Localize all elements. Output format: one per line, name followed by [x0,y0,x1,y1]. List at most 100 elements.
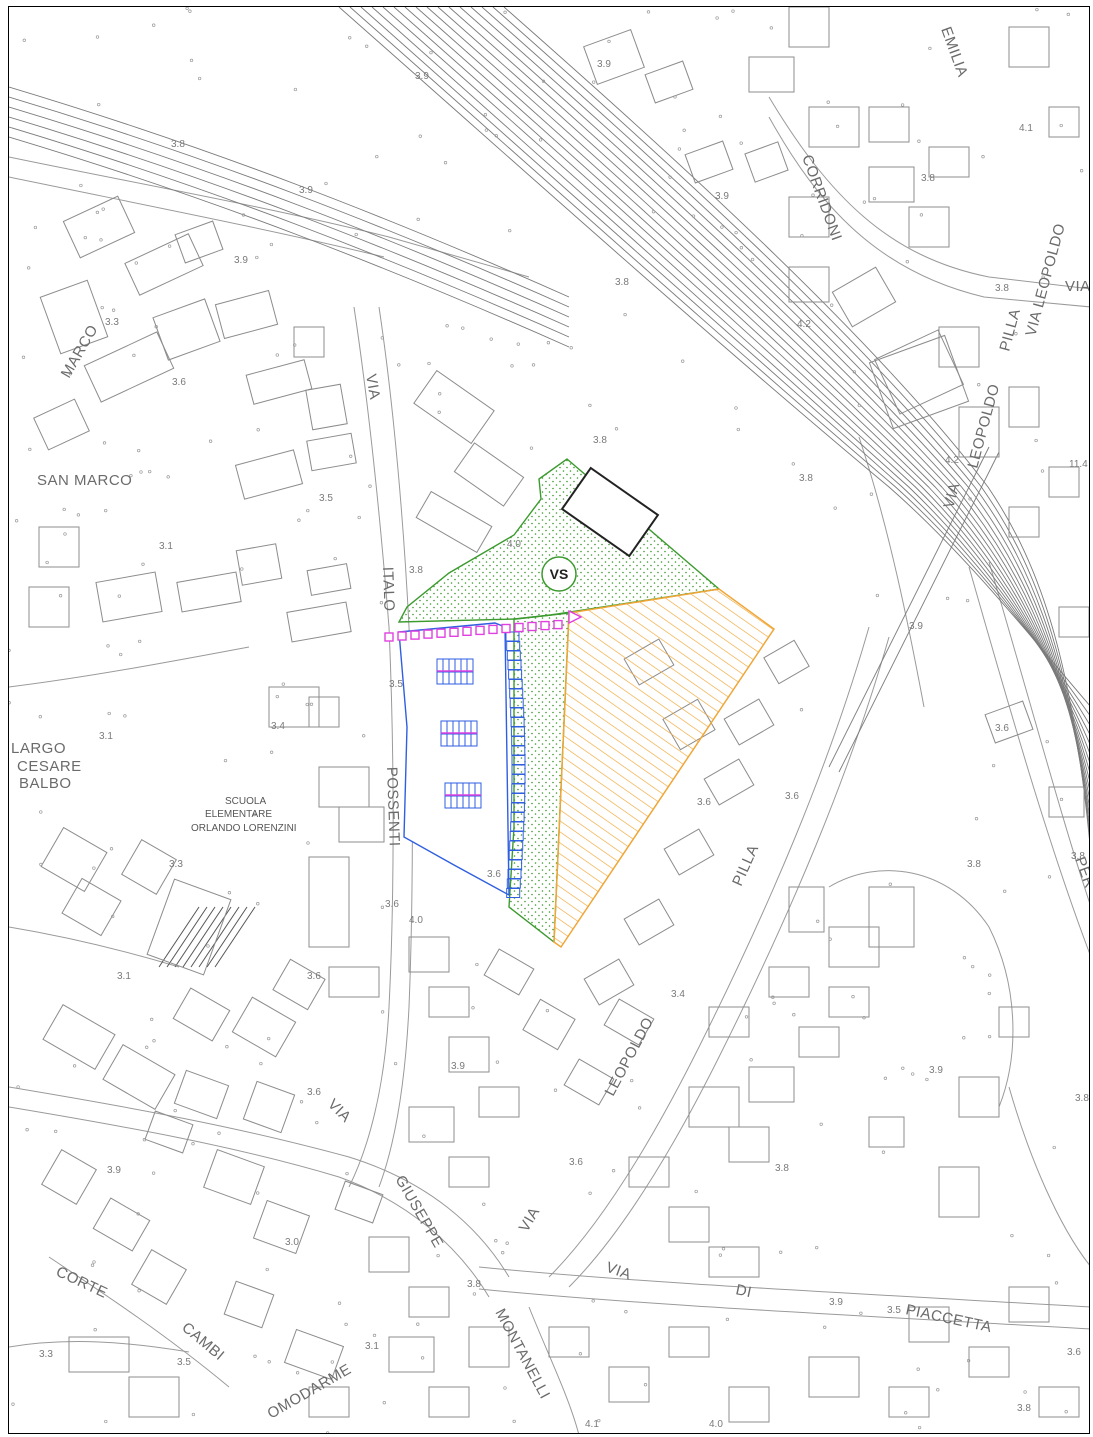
road-11 [968,566,1089,954]
elevation-36: 3.4 [671,989,685,1000]
elevation-52: 3.8 [1017,1403,1031,1414]
building-56 [763,639,810,685]
building-43 [408,1106,455,1143]
tree-296 [111,308,116,312]
orange-hatched-area[interactable] [553,588,776,949]
path-box-5 [449,627,459,637]
street-pilla-n: PILLA [996,307,1024,353]
tree-231 [27,266,31,270]
tree-93 [819,1122,823,1126]
elevation-30: 3.8 [995,283,1009,294]
building-116 [668,1326,710,1358]
sports-pitch [873,329,965,415]
tree-306 [137,448,141,453]
tree-228 [152,23,156,27]
tree-185 [166,475,170,479]
tree-40 [607,39,611,44]
building-40 [428,986,470,1018]
tree-318 [1059,123,1063,128]
path-box-13 [553,619,563,630]
building-16 [38,526,80,568]
vs-symbol[interactable] [541,556,577,592]
tree-208 [471,1006,475,1010]
elevation-18: 3.8 [409,565,423,576]
label-balbo: BALBO [19,775,72,792]
tree-65 [185,7,189,10]
tree-124 [799,708,804,712]
tree-222 [11,1402,15,1406]
tree-117 [981,155,985,159]
school-hatch-6 [206,906,248,968]
rail-spur-1 [9,96,570,308]
tree-115 [72,1064,77,1068]
tree-232 [325,1431,330,1433]
tree-234 [252,812,256,817]
rail-spur-0 [9,86,570,298]
tree-52 [33,225,38,230]
vs-building [560,466,660,558]
tree-186 [129,473,133,478]
tree-130 [152,1039,156,1043]
elevation-40: 3.9 [929,1065,943,1076]
tree-298 [136,1212,140,1216]
road-5 [9,1086,510,1278]
tree-13 [1041,275,1045,279]
tree-129 [100,305,104,310]
building-38 [242,1080,296,1134]
rail-track-9 [437,7,1089,790]
tree-5 [315,1120,319,1125]
rail-spur-5 [9,136,570,348]
path-box-0 [384,632,394,642]
tree-105 [259,1061,263,1066]
building-62 [708,1006,750,1038]
tree-59 [919,213,924,217]
tree-290 [1066,12,1070,17]
building-37 [173,1069,230,1120]
building-75 [644,60,694,104]
path-box-12 [540,620,550,631]
building-45 [483,948,535,996]
building-92 [1048,106,1080,138]
tree-152 [62,507,66,512]
tree-199 [225,1045,229,1049]
building-8 [245,359,313,405]
tree-316 [718,1253,723,1257]
rail-bridge-a [828,446,990,768]
building-5 [33,398,90,451]
tree-21 [93,1328,97,1332]
cadastral-map[interactable]: VS SAN MARCO MARCO VIA ITALO POSSENTI VI… [9,7,1090,1434]
road-9 [478,1266,1089,1308]
tree-275 [92,866,96,870]
tree-253 [349,454,353,458]
tree-86 [545,1008,550,1013]
building-91 [1008,26,1050,68]
rail-track-8 [426,7,1089,781]
building-35 [42,1003,116,1071]
rail-bridge-b [838,451,1000,773]
elevation-22: 4.0 [409,915,423,926]
elevation-21: 3.6 [697,797,711,808]
building-70 [868,1116,905,1148]
building-33 [231,996,297,1058]
tree-249 [869,492,874,496]
tree-165 [102,441,107,445]
tree-51 [977,383,981,387]
elevation-49: 3.9 [107,1165,121,1176]
tree-148 [494,1239,498,1243]
tree-41 [357,515,361,520]
elevation-labels: 3.93.93.83.93.93.93.33.63.83.53.13.53.43… [39,59,1089,1430]
building-112 [428,1386,470,1418]
tree-218 [380,905,385,909]
parking-stalls [436,658,482,809]
tree-55 [256,1191,260,1195]
elevation-44: 3.5 [887,1305,901,1316]
parking-area[interactable] [398,622,510,897]
pedestrian-path [384,609,583,642]
tree-175 [330,1360,334,1364]
tree-271 [750,257,755,262]
tree-192 [510,364,514,368]
tree-131 [643,1383,648,1387]
tree-101 [348,36,352,40]
street-emilia: EMILIA [937,25,971,80]
building-46 [522,998,576,1051]
